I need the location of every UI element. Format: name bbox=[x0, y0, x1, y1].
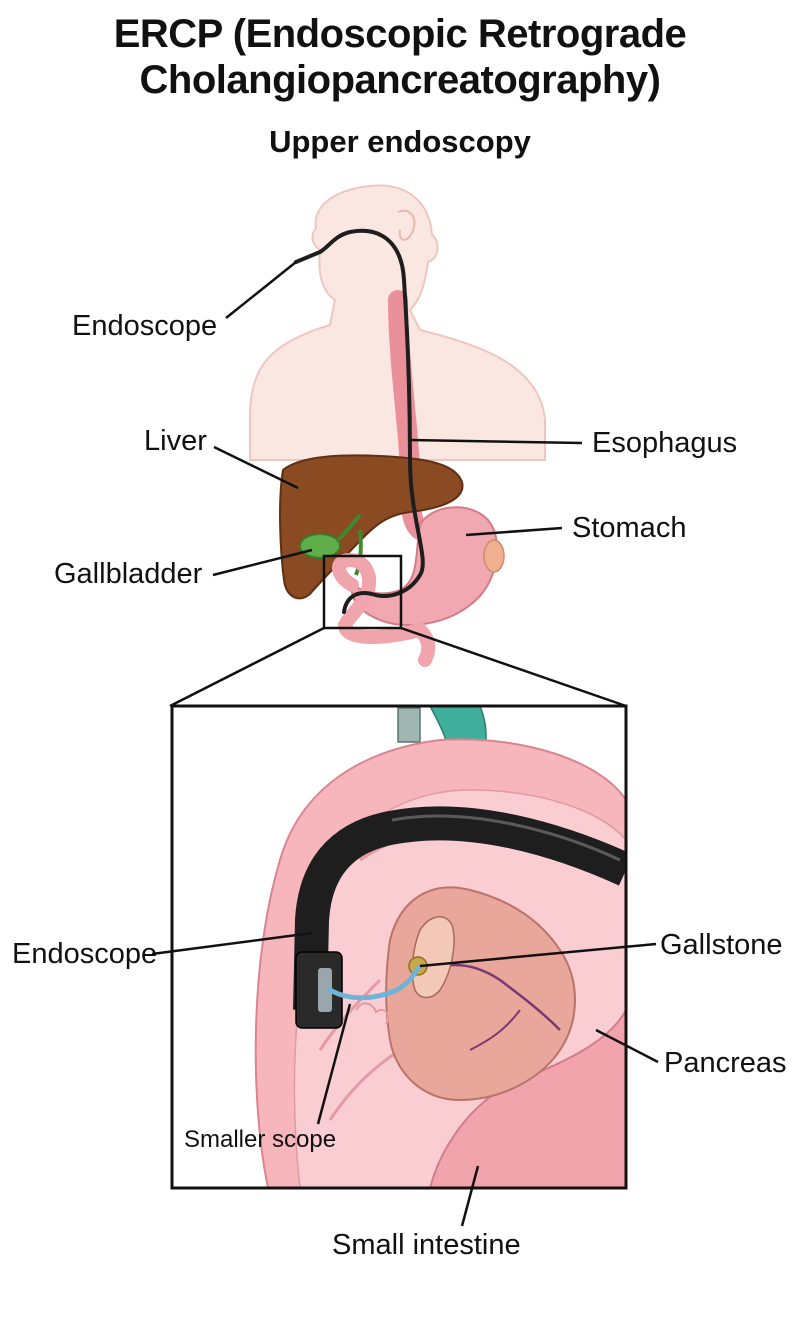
leader-smaller-scope bbox=[316, 1003, 352, 1125]
leader-gallstone bbox=[419, 942, 657, 968]
leader-liver bbox=[213, 445, 299, 490]
endoscope-tip-window bbox=[318, 968, 332, 1012]
label-smaller-scope: Smaller scope bbox=[184, 1126, 337, 1153]
smaller-scope bbox=[327, 965, 421, 1001]
endoscope-inset bbox=[293, 806, 626, 1011]
pancreatic-vessel bbox=[469, 1009, 521, 1051]
leader-endoscope-inset bbox=[151, 931, 313, 956]
zoom-line-right bbox=[400, 626, 627, 708]
zoom-line-left bbox=[169, 626, 325, 708]
fold-1 bbox=[318, 978, 382, 1051]
diagram-title-line-1: ERCP (Endoscopic Retrograde bbox=[113, 12, 687, 56]
leader-gallbladder bbox=[212, 548, 313, 577]
inset-marker-box bbox=[322, 554, 403, 630]
gallbladder bbox=[299, 533, 341, 559]
papilla bbox=[355, 1002, 390, 1025]
liver bbox=[279, 454, 464, 600]
leader-stomach bbox=[465, 526, 563, 537]
leader-lines bbox=[151, 261, 659, 1227]
endoscope-highlight bbox=[391, 814, 621, 862]
label-stomach: Stomach bbox=[572, 512, 687, 544]
leader-small-intestine bbox=[460, 1165, 480, 1227]
leader-pancreas bbox=[595, 1028, 659, 1064]
label-liver: Liver bbox=[144, 425, 207, 457]
label-small-intestine: Small intestine bbox=[332, 1229, 521, 1261]
leader-endoscope-top bbox=[225, 261, 297, 319]
label-endoscope-inset: Endoscope bbox=[12, 938, 158, 970]
upper-body-figure bbox=[249, 184, 546, 667]
diagram-title-line-2: Cholangiopancreatography) bbox=[139, 58, 661, 102]
label-esophagus: Esophagus bbox=[592, 427, 738, 459]
label-gallstone: Gallstone bbox=[660, 929, 783, 961]
label-endoscope-top: Endoscope bbox=[72, 310, 218, 342]
leader-esophagus bbox=[409, 438, 583, 445]
diagram-subtitle: Upper endoscopy bbox=[269, 124, 531, 159]
duct-connector bbox=[397, 707, 421, 743]
inset-detail bbox=[170, 704, 628, 1190]
duodenum bbox=[332, 552, 436, 667]
spleen bbox=[483, 539, 505, 573]
fold-2 bbox=[328, 1048, 401, 1121]
endoscope-upper bbox=[294, 228, 425, 614]
label-pancreas: Pancreas bbox=[664, 1047, 787, 1079]
label-gallbladder: Gallbladder bbox=[54, 558, 203, 590]
ear bbox=[397, 209, 416, 241]
